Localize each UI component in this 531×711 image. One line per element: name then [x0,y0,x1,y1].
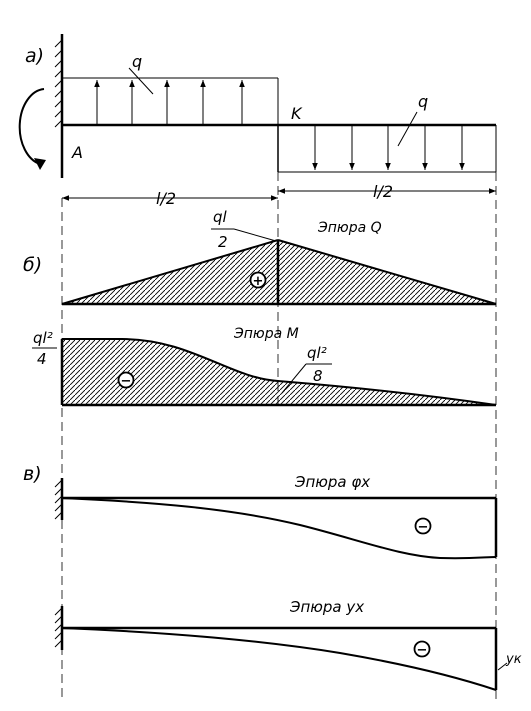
downward-load-arrows [312,126,465,170]
shear-fall-line [277,239,497,305]
loaded-beam-section: а) q q K A l/2 l/2 [18,34,497,208]
epure-q-label: Эпюра Q [317,220,382,236]
epure-y-label: Эпюра yx [289,598,364,616]
load-left-leader [128,67,154,95]
part-b-label: б) [23,254,42,276]
m-left-denominator: 4 [37,350,47,368]
moment-arrow-head [34,158,46,170]
m-mid-numerator: ql² [307,344,327,362]
minus-sign-text-moment: − [121,374,132,389]
load-right-label: q [418,92,428,111]
minus-sign-text-y: − [417,643,428,658]
epure-phi-label: Эпюра φx [294,473,370,491]
minus-sign-icon-moment [117,371,135,389]
deflection-diagram-section: Эпюра yx − yк [54,598,522,691]
minus-sign-icon-phi [414,517,432,535]
wall-phi-hatching [54,479,63,520]
plus-sign-text: + [253,274,264,289]
q-peak-denominator: 2 [218,233,228,251]
moment-hatch-fill [62,339,496,405]
q-peak-leader [233,228,277,242]
point-k-label: K [291,104,303,123]
wall-hatching [54,39,63,128]
part-v-label: в) [23,463,42,485]
q-peak-numerator: ql [213,208,228,226]
moment-diagram-section: ql² 4 Эпюра M ql² 8 − [32,326,497,407]
dim-right-label: l/2 [373,182,393,201]
y-k-leader [497,662,508,671]
reaction-moment-arc [18,88,45,165]
minus-sign-icon-y [413,640,431,658]
phi-curve [61,497,497,560]
m-mid-denominator: 8 [313,367,323,385]
dim-left-label: l/2 [156,189,176,208]
upward-load-arrows [94,80,245,124]
load-right-leader [397,111,418,147]
m-left-numerator: ql² [33,329,53,347]
wall-y-hatching [54,607,63,648]
epure-m-label: Эпюра M [233,326,299,342]
moment-curve [62,338,497,406]
support-a-label: A [71,143,83,162]
plus-sign-icon [249,271,267,289]
load-left-label: q [132,52,142,71]
shear-rise-line [61,239,279,305]
rotation-diagram-section: в) Эпюра φx − [23,463,498,560]
minus-sign-text-phi: − [418,520,429,535]
y-k-label: yк [505,652,522,667]
shear-diagram-section: ql 2 Эпюра Q б) + [23,172,497,700]
m-mid-leader [281,363,307,394]
deflection-curve [61,627,497,691]
part-a-label: а) [25,45,44,67]
